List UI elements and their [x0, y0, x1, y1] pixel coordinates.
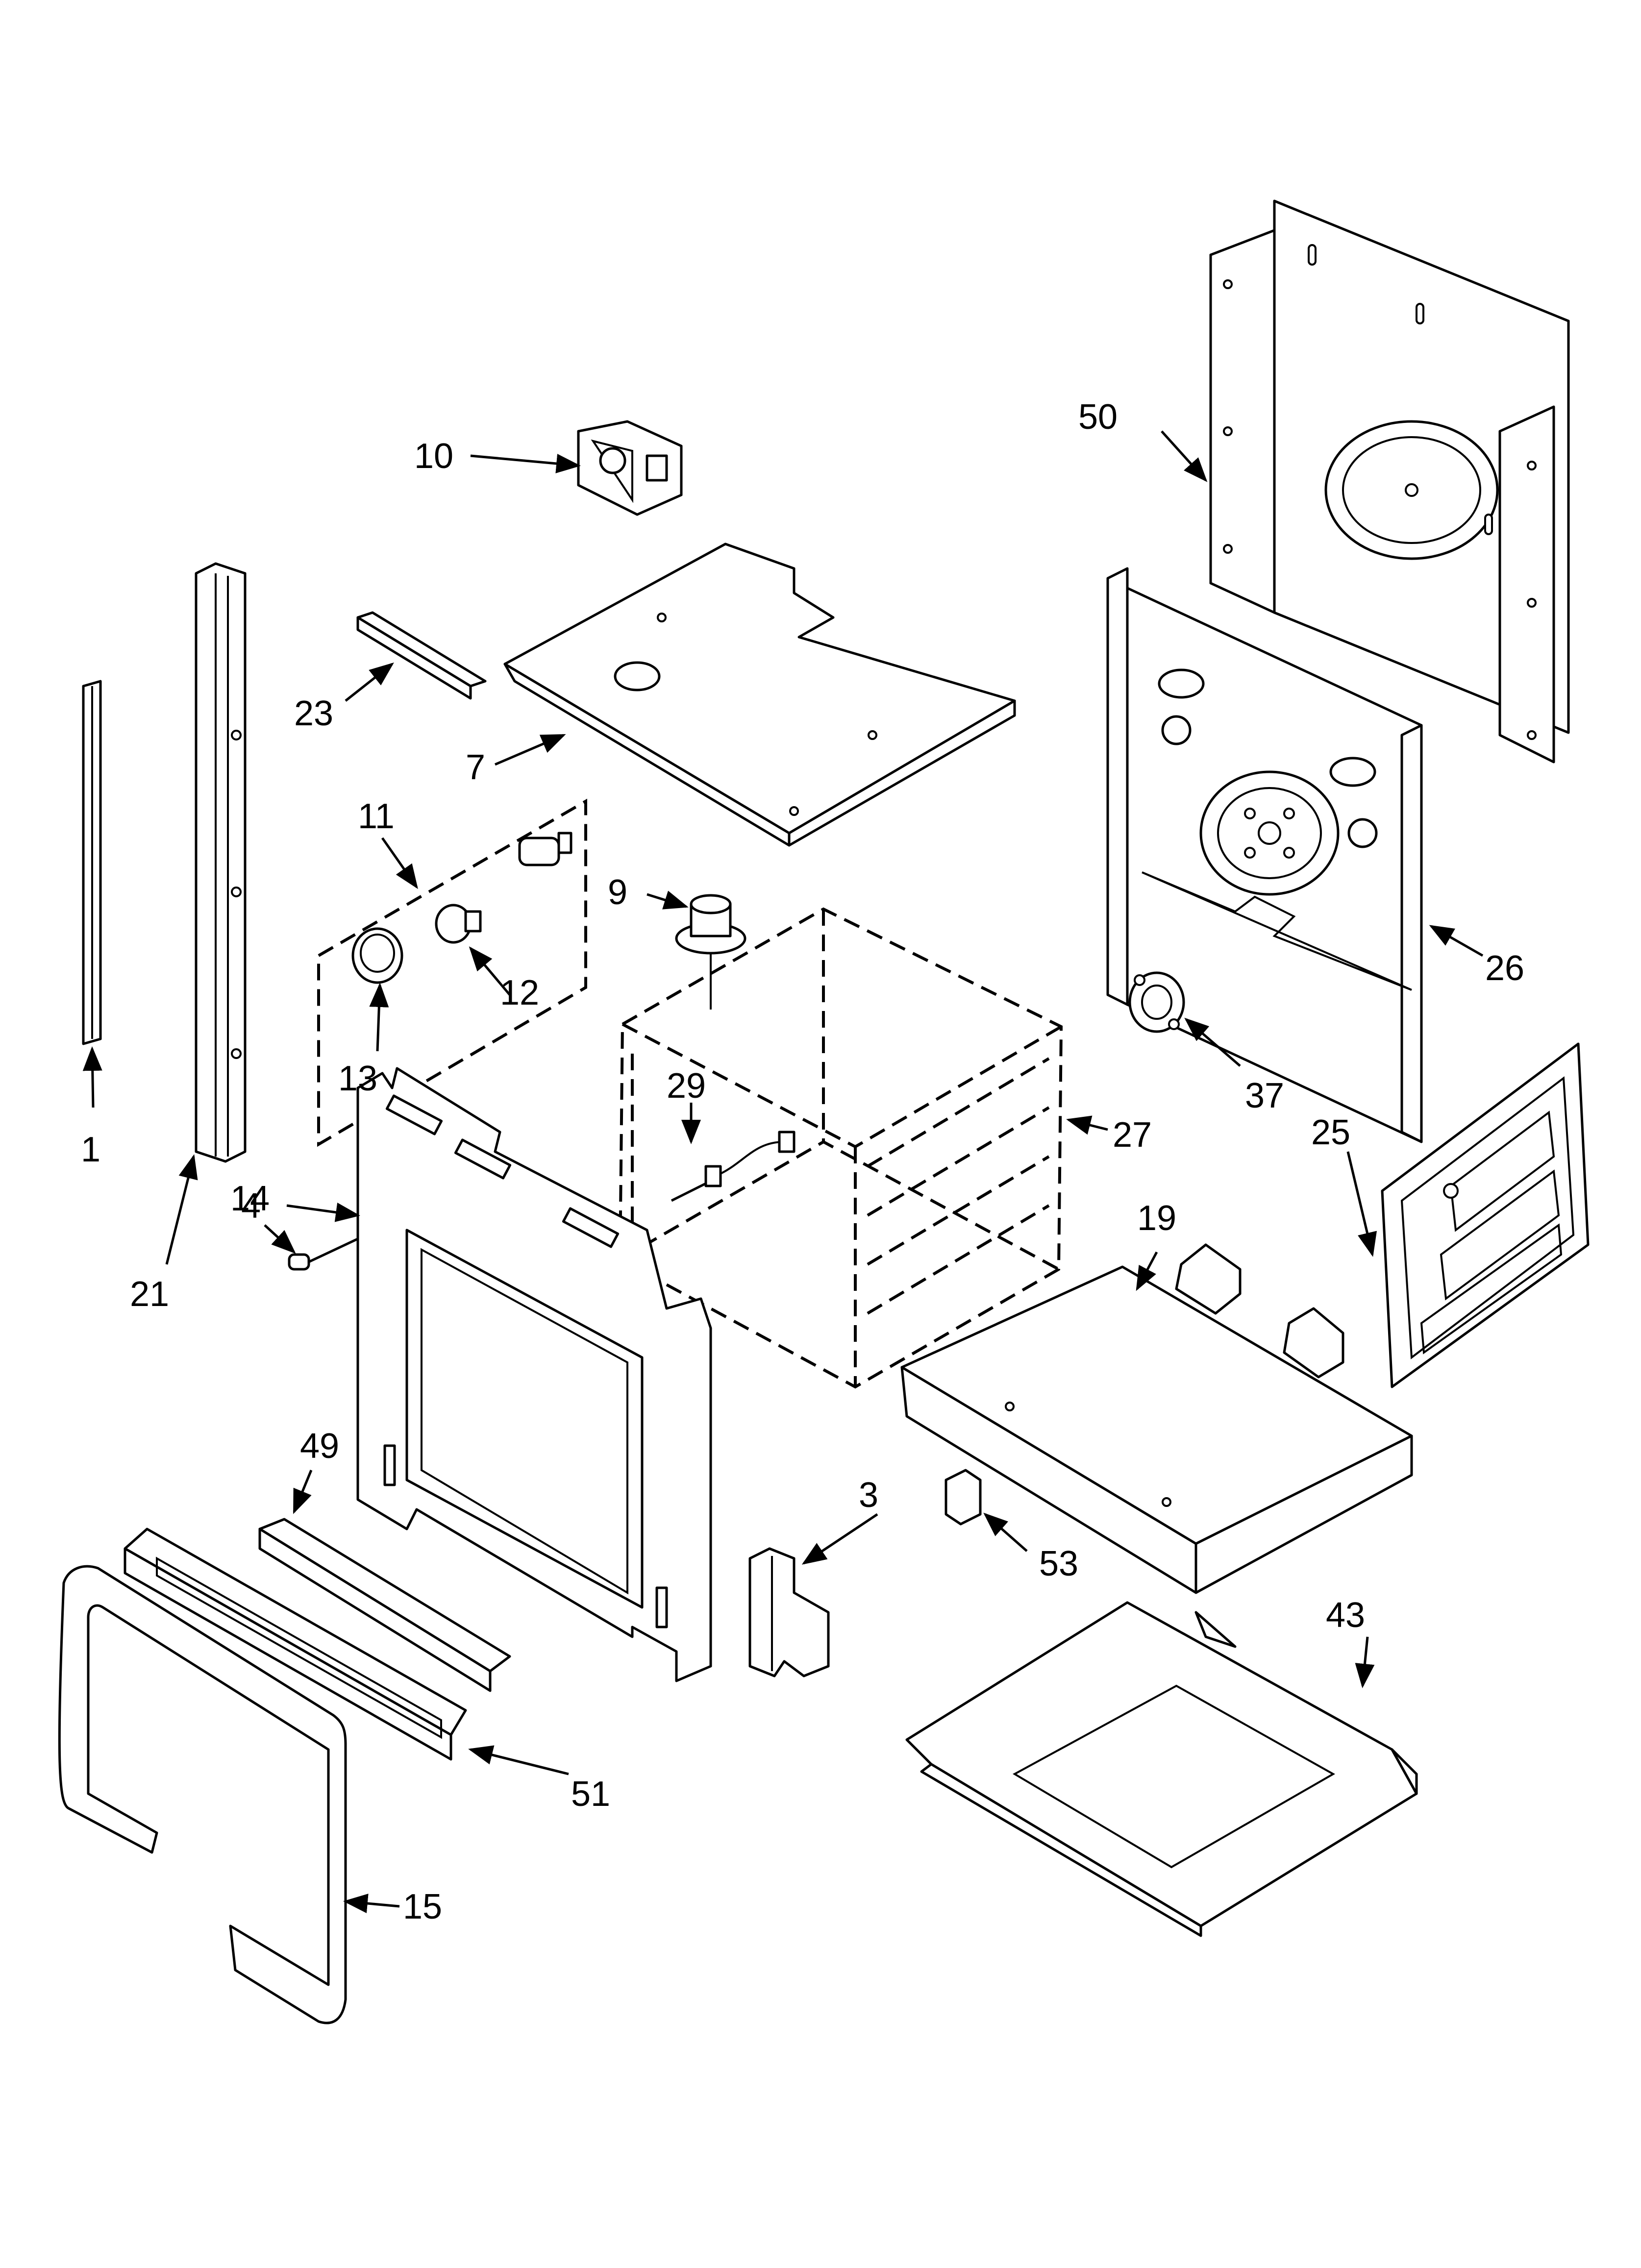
- label-part-12: 12: [500, 973, 539, 1012]
- part-labels: 1 3 4 7 9 10 11 12 13 14 15 19 21 23 25 …: [81, 397, 1524, 1926]
- label-part-29: 29: [667, 1066, 706, 1106]
- label-part-37: 37: [1245, 1076, 1284, 1115]
- part-53-clip: [945, 1469, 982, 1526]
- part-19-bottom-panel: [900, 1243, 1413, 1594]
- leader-lines: [82, 430, 1484, 1913]
- label-part-25: 25: [1311, 1113, 1350, 1152]
- label-part-50: 50: [1078, 397, 1118, 437]
- label-part-10: 10: [414, 437, 453, 476]
- part-27-oven-cavity: [618, 907, 1063, 1389]
- part-23-bracket: [356, 611, 487, 700]
- part-50-rear-panel: [1209, 199, 1570, 764]
- part-1-trim-strip: [82, 680, 102, 1045]
- label-part-21: 21: [130, 1275, 169, 1314]
- label-part-26: 26: [1485, 949, 1524, 988]
- label-part-49: 49: [300, 1427, 339, 1466]
- part-25-side-panel: [1381, 1042, 1590, 1388]
- label-part-23: 23: [294, 694, 333, 733]
- label-part-43: 43: [1326, 1596, 1365, 1635]
- label-part-9: 9: [608, 873, 627, 912]
- label-part-51: 51: [571, 1775, 610, 1814]
- part-26-fan-mounting-panel: [1106, 567, 1423, 1143]
- part-14-front-frame: [356, 1067, 712, 1682]
- label-part-3: 3: [859, 1476, 878, 1515]
- part-11-socket: [518, 832, 572, 866]
- part-49-vent-strip: [258, 1518, 511, 1692]
- label-part-53: 53: [1039, 1544, 1078, 1583]
- label-part-1: 1: [81, 1130, 100, 1169]
- label-part-15: 15: [403, 1887, 442, 1926]
- part-3-hinge-bracket: [748, 1547, 830, 1677]
- part-11-light-kit-box: [317, 798, 587, 1147]
- part-37-thermal-switch: [1128, 971, 1185, 1033]
- part-21-side-rail: [195, 562, 247, 1163]
- part-15-door-gasket: [58, 1565, 347, 2024]
- part-10-bracket: [577, 420, 683, 516]
- part-13-lamp-lens: [351, 927, 403, 984]
- label-part-19: 19: [1137, 1199, 1176, 1238]
- part-51-vent-trim: [124, 1528, 467, 1761]
- part-43-bottom-tray: [905, 1601, 1418, 1937]
- label-part-27: 27: [1113, 1115, 1152, 1155]
- label-part-11: 11: [358, 797, 395, 836]
- label-part-7: 7: [466, 748, 485, 787]
- label-part-13: 13: [338, 1059, 377, 1098]
- part-12-bulb: [435, 904, 482, 944]
- label-part-14: 14: [230, 1179, 270, 1218]
- label-part-4: 4: [241, 1186, 261, 1226]
- part-9-sensor: [675, 894, 746, 1010]
- part-29-probe: [671, 1131, 796, 1202]
- part-7-top-panel: [503, 542, 1016, 847]
